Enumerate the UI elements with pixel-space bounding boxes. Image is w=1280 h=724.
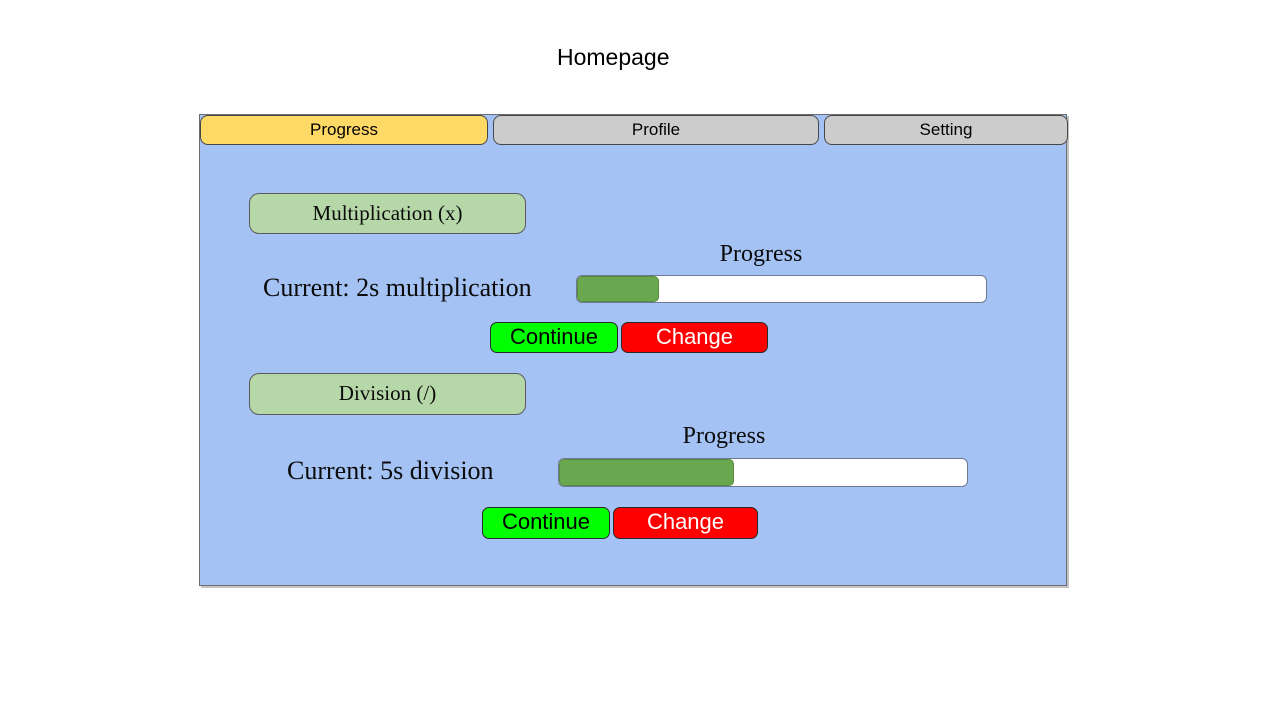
tab-progress[interactable]: Progress bbox=[200, 115, 488, 145]
progress-caption: Progress bbox=[719, 241, 803, 267]
current-level-label: Current: 5s division bbox=[287, 456, 494, 485]
continue-button[interactable]: Continue bbox=[490, 322, 618, 353]
tab-setting[interactable]: Setting bbox=[824, 115, 1068, 145]
progress-bar-fill bbox=[577, 276, 659, 302]
current-level-label: Current: 2s multiplication bbox=[263, 273, 532, 302]
category-button-multiplication[interactable]: Multiplication (x) bbox=[249, 193, 526, 234]
continue-button[interactable]: Continue bbox=[482, 507, 610, 539]
category-button-division[interactable]: Division (/) bbox=[249, 373, 526, 415]
main-panel: Progress Profile Setting Multiplication … bbox=[199, 114, 1068, 586]
change-button[interactable]: Change bbox=[613, 507, 758, 539]
progress-bar bbox=[576, 275, 987, 303]
progress-bar bbox=[558, 458, 968, 487]
tab-profile[interactable]: Profile bbox=[493, 115, 819, 145]
page-title: Homepage bbox=[557, 44, 670, 70]
progress-caption: Progress bbox=[682, 423, 766, 449]
change-button[interactable]: Change bbox=[621, 322, 768, 353]
progress-bar-fill bbox=[559, 459, 735, 486]
